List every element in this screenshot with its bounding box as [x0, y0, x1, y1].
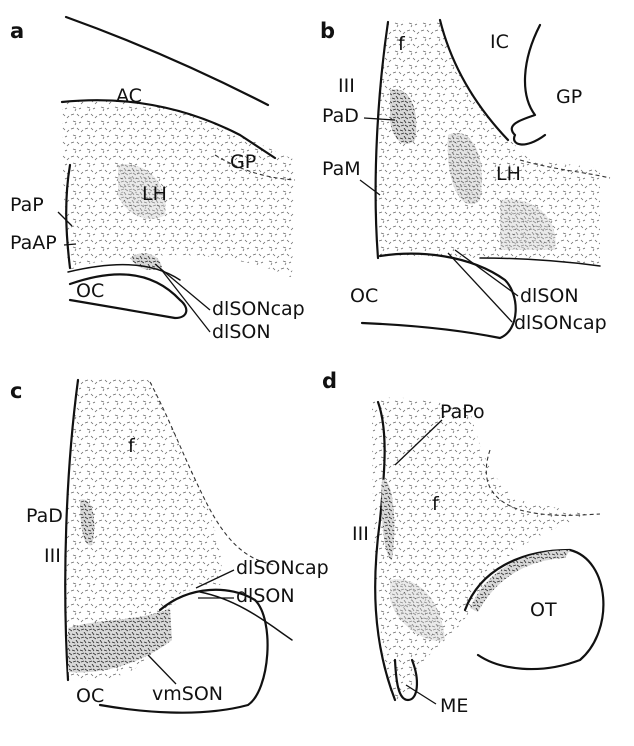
hypothalamus-tissue-a	[62, 100, 295, 278]
label-oc-c: OC	[76, 685, 104, 707]
label-dlsoncap-a: dlSONcap	[212, 298, 305, 320]
label-dlsoncap-b: dlSONcap	[514, 312, 607, 334]
label-vmson: vmSON	[152, 683, 223, 705]
label-pam: PaM	[322, 158, 361, 180]
label-lh-a: LH	[142, 183, 167, 205]
label-me: ME	[440, 695, 468, 717]
label-iii-d: III	[352, 523, 369, 545]
panel-letter-d: d	[322, 369, 337, 393]
label-oc-b: OC	[350, 285, 378, 307]
label-pad-b: PaD	[322, 105, 359, 127]
label-paap: PaAP	[10, 232, 57, 254]
label-oc-a: OC	[76, 280, 104, 302]
label-ac: AC	[116, 85, 142, 107]
panel-letter-a: a	[10, 19, 24, 43]
oc-outline-b	[362, 254, 516, 338]
panel-a: a AC GP LH PaP PaAP OC dlSONcap dlSON	[10, 17, 305, 343]
label-lh-b: LH	[496, 163, 521, 185]
label-dlsoncap-c: dlSONcap	[236, 557, 329, 579]
label-iii-b: III	[338, 75, 355, 97]
panel-c: c f PaD III dlSONcap dlSON OC vmSON	[10, 378, 329, 713]
label-pad-c: PaD	[26, 505, 63, 527]
label-dlson-b: dlSON	[520, 285, 579, 307]
label-dlson-c: dlSON	[236, 585, 295, 607]
label-pap: PaP	[10, 194, 44, 216]
panel-d: d PaPo f III OT ME	[322, 369, 603, 717]
ac-outline	[66, 17, 268, 105]
dlson-dense-a	[130, 253, 162, 269]
label-ot: OT	[530, 599, 557, 621]
label-iii-c: III	[44, 545, 61, 567]
label-papo: PaPo	[440, 401, 485, 423]
leader-me	[406, 685, 436, 704]
leader-dlsoncap-b	[448, 253, 512, 322]
gp-boundary-b	[512, 25, 545, 144]
label-ic: IC	[490, 31, 509, 53]
panel-letter-b: b	[320, 19, 335, 43]
label-gp-a: GP	[230, 151, 256, 173]
leader-vmson	[148, 655, 176, 684]
label-gp-b: GP	[556, 86, 582, 108]
label-dlson-a: dlSON	[212, 321, 271, 343]
panel-b: b IC f III GP PaD PaM LH OC dlSON dlSONc…	[320, 19, 610, 338]
leader-dlson-a	[160, 268, 210, 332]
panel-letter-c: c	[10, 379, 22, 403]
